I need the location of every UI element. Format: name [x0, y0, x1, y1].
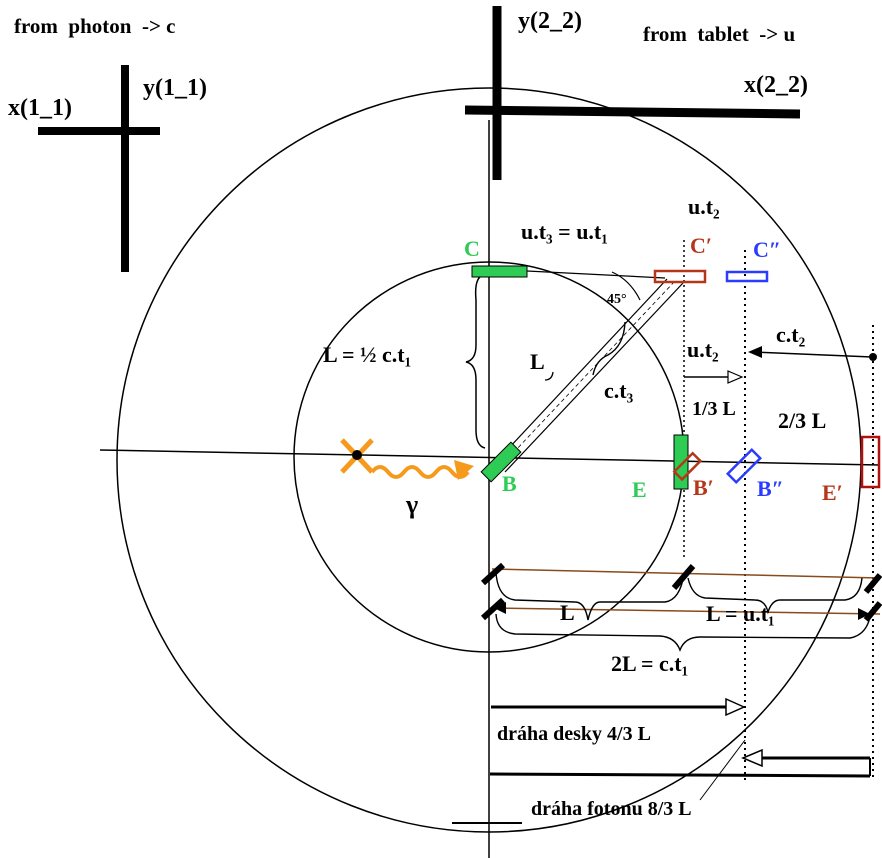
- label-photon-path: dráha fotonu 8/3 L: [531, 798, 692, 820]
- label-e-prime: E′: [822, 480, 843, 505]
- label-gamma: γ: [405, 490, 418, 519]
- ct2-arrow-line: [751, 351, 873, 358]
- label-l-eq-ut1: L = u.t₁: [706, 601, 775, 626]
- right-caption: from tablet -> u: [643, 22, 795, 46]
- ct2-end-dot: [869, 353, 877, 361]
- frame2-y-label: y(2_2): [518, 8, 582, 34]
- mirror-c-prime: [653, 269, 707, 284]
- brace-l: [495, 572, 685, 621]
- frame1-y-label: y(1_1): [143, 75, 207, 101]
- label-b: B: [502, 471, 517, 496]
- label-ut2-top: u.t₂: [688, 194, 720, 219]
- frame2-x-label: x(2_2): [744, 72, 808, 98]
- arrowhead-left: [494, 602, 506, 614]
- brace-2l: [495, 613, 871, 652]
- photon-wave: [370, 465, 470, 479]
- label-l-half: L = ½ c.t₁: [323, 342, 411, 367]
- brace-l-ut1: [687, 577, 863, 615]
- slash-mark: [480, 562, 506, 586]
- angle-arc: [611, 271, 641, 301]
- mirror-e-prime: [860, 435, 881, 489]
- left-caption: from photon -> c: [14, 14, 176, 38]
- label-c-double-prime: C″: [753, 237, 781, 262]
- ut2-arrowhead: [727, 370, 744, 384]
- frame1-x-label: x(1_1): [8, 95, 72, 121]
- photon-return-arrowhead: [741, 748, 763, 768]
- lower-distance-line: [491, 607, 881, 615]
- label-e: E: [632, 477, 647, 502]
- photon-path-diagonal: [699, 739, 746, 801]
- mirror-c-double-prime: [725, 270, 769, 283]
- label-two-third-l: 2/3 L: [778, 408, 826, 433]
- label-ut2-mid: u.t₂: [687, 337, 719, 362]
- label-plate-path: dráha desky 4/3 L: [497, 723, 651, 745]
- horizontal-axis: [99, 449, 881, 466]
- slash-mark: [863, 573, 882, 594]
- label-l-diag: L: [530, 349, 545, 374]
- label-b-prime: B′: [693, 475, 714, 500]
- mirror-b-double-prime: [725, 447, 763, 485]
- label-one-third-l: 1/3 L: [692, 398, 736, 420]
- mirror-b-prime: [672, 451, 703, 482]
- label-2l-eq-ct1: 2L = c.t₁: [611, 651, 688, 676]
- photon-path-line: [489, 772, 871, 778]
- label-ct3: c.t₃: [604, 378, 634, 403]
- mirror-b: [480, 441, 522, 483]
- arrowhead-right: [858, 608, 870, 620]
- light-path-edge-2: [504, 282, 684, 473]
- label-ct2: c.t₂: [776, 322, 806, 347]
- label-c: C: [464, 236, 480, 261]
- line-c-to-c-prime: [526, 270, 666, 279]
- frame2-x-axis: [464, 105, 801, 119]
- ct2-arrowhead: [748, 346, 762, 358]
- light-path-center: [498, 280, 676, 469]
- source-point: [352, 450, 362, 460]
- label-c-prime: C′: [690, 233, 712, 258]
- brace-left: [465, 274, 486, 449]
- mirror-e: [673, 434, 689, 490]
- photon-arrowhead: [454, 460, 474, 480]
- label-l-bottom: L: [560, 600, 575, 625]
- mirror-c: [471, 265, 528, 278]
- slash-mark: [863, 601, 882, 622]
- brace-l-diag: [544, 371, 554, 381]
- brace-ct3: [592, 321, 626, 376]
- label-angle: 45°: [607, 292, 627, 307]
- light-path-edge-1: [492, 278, 668, 466]
- plate-path-arrowhead: [725, 697, 746, 717]
- label-b-double-prime: B″: [757, 476, 784, 501]
- label-ut3-eq-ut1: u.t₃ = u.t₁: [521, 219, 608, 244]
- slash-mark: [480, 597, 506, 621]
